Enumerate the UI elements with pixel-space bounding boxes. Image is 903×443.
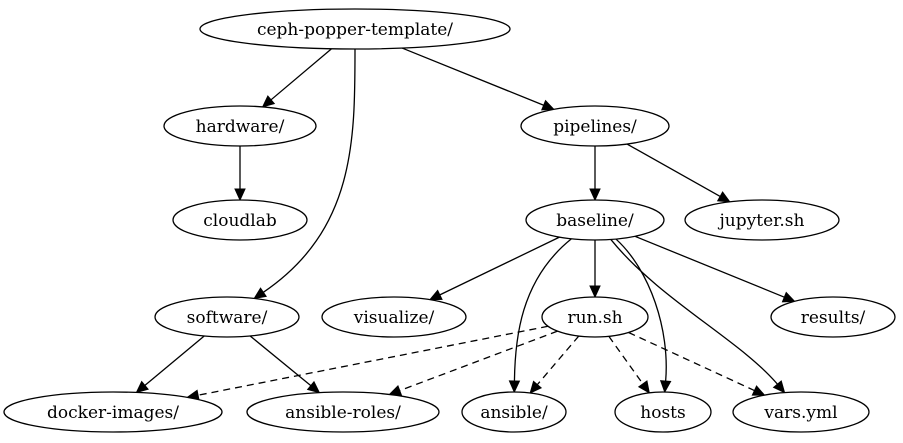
edge-software-to-docker xyxy=(144,335,205,386)
node-ellipse xyxy=(684,199,840,241)
edge-root-to-software xyxy=(262,48,356,293)
arrowhead-root-to-hardware xyxy=(261,95,276,108)
nodes-layer: ceph-popper-template/hardware/cloudlab pi… xyxy=(3,8,896,433)
node-hardware: hardware/ xyxy=(163,105,317,147)
node-cloudlab: cloudlab xyxy=(172,199,308,241)
node-label: visualize/ xyxy=(353,308,435,328)
arrowhead-pipelines-to-jupyter xyxy=(716,191,731,203)
node-docker: docker-images/ xyxy=(3,391,223,433)
edges-layer xyxy=(135,47,796,401)
edge-run-to-ansible xyxy=(536,335,580,386)
node-hosts: hosts xyxy=(614,391,712,433)
node-label: software/ xyxy=(187,308,268,328)
edge-root-to-hardware xyxy=(270,48,332,101)
arrowhead-root-to-pipelines xyxy=(541,99,555,111)
node-label: vars.yml xyxy=(763,403,837,423)
arrowhead-baseline-to-hosts xyxy=(659,380,672,394)
node-ellipse xyxy=(541,296,649,338)
arrowhead-hardware-to-cloudlab xyxy=(234,188,246,202)
node-ellipse xyxy=(614,391,712,433)
node-label: results/ xyxy=(801,308,866,328)
node-ellipse xyxy=(3,391,223,433)
arrowhead-run-to-roles xyxy=(388,385,403,396)
arrowhead-run-to-vars xyxy=(751,385,766,396)
edge-software-to-roles xyxy=(249,335,312,387)
node-visualize: visualize/ xyxy=(321,296,467,338)
arrowhead-run-to-hosts xyxy=(637,380,650,394)
node-label: ansible-roles/ xyxy=(285,403,401,423)
node-ellipse xyxy=(154,296,300,338)
node-jupyter: jupyter.sh xyxy=(684,199,840,241)
edge-run-to-hosts xyxy=(608,335,644,385)
arrowhead-run-to-ansible xyxy=(529,380,543,394)
node-label: hosts xyxy=(640,403,685,423)
node-ellipse xyxy=(520,105,670,147)
node-label: jupyter.sh xyxy=(718,211,805,231)
node-baseline: baseline/ xyxy=(525,199,665,241)
node-software: software/ xyxy=(154,296,300,338)
node-ellipse xyxy=(199,8,511,50)
node-label: ansible/ xyxy=(480,403,548,423)
arrowhead-baseline-to-run xyxy=(589,285,601,299)
node-label: cloudlab xyxy=(203,211,277,231)
node-ellipse xyxy=(172,199,308,241)
edge-baseline-to-hosts xyxy=(615,238,667,382)
node-ellipse xyxy=(525,199,665,241)
node-label: pipelines/ xyxy=(553,117,637,137)
node-ellipse xyxy=(163,105,317,147)
node-ellipse xyxy=(461,391,567,433)
edge-run-to-roles xyxy=(399,330,558,392)
node-root: ceph-popper-template/ xyxy=(199,8,511,50)
node-results: results/ xyxy=(770,296,896,338)
node-label: hardware/ xyxy=(196,117,285,137)
node-pipelines: pipelines/ xyxy=(520,105,670,147)
node-ansible: ansible/ xyxy=(461,391,567,433)
node-ellipse xyxy=(321,296,467,338)
arrowhead-root-to-software xyxy=(253,287,267,300)
arrowhead-software-to-docker xyxy=(135,380,149,394)
node-vars: vars.yml xyxy=(732,391,870,433)
edge-baseline-to-visualize xyxy=(439,236,560,296)
node-label: baseline/ xyxy=(556,211,634,231)
node-label: ceph-popper-template/ xyxy=(257,20,453,40)
edge-baseline-to-vars xyxy=(610,239,778,385)
edge-pipelines-to-jupyter xyxy=(626,143,721,198)
node-ellipse xyxy=(246,391,440,433)
arrowhead-software-to-roles xyxy=(306,380,321,394)
node-label: docker-images/ xyxy=(47,403,179,423)
node-ellipse xyxy=(770,296,896,338)
arrowhead-baseline-to-results xyxy=(781,291,796,303)
arrowhead-baseline-to-ansible xyxy=(508,380,521,394)
edge-root-to-pipelines xyxy=(401,47,544,106)
node-roles: ansible-roles/ xyxy=(246,391,440,433)
node-run: run.sh xyxy=(541,296,649,338)
node-label: run.sh xyxy=(567,308,622,328)
edge-baseline-to-results xyxy=(634,235,785,298)
arrowhead-baseline-to-visualize xyxy=(428,289,443,301)
arrowhead-pipelines-to-baseline xyxy=(589,188,601,202)
arrowhead-baseline-to-vars xyxy=(772,380,786,394)
edge-baseline-to-ansible xyxy=(513,238,572,382)
node-ellipse xyxy=(732,391,870,433)
